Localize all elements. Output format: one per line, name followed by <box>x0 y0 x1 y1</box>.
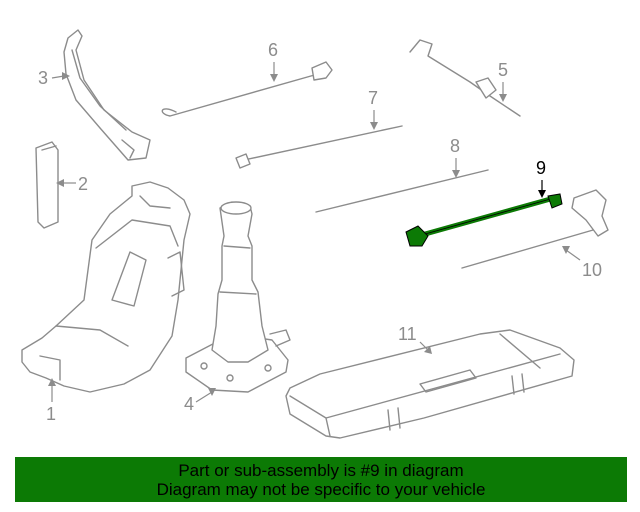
part-9-jack-handle[interactable] <box>405 193 563 247</box>
callout-7: 7 <box>368 88 378 130</box>
part-3-bracket[interactable] <box>63 29 151 161</box>
callout-9: 9 <box>536 158 546 198</box>
part-4-bottle-jack[interactable] <box>185 201 291 393</box>
callout-3: 3 <box>38 68 70 88</box>
callout-8: 8 <box>450 136 460 178</box>
callout-1: 1 <box>46 378 56 424</box>
svg-text:9: 9 <box>536 158 546 178</box>
callout-11: 11 <box>398 324 432 354</box>
svg-text:7: 7 <box>368 88 378 108</box>
svg-text:3: 3 <box>38 68 48 88</box>
banner-line-disclaimer: Diagram may not be specific to your vehi… <box>156 480 486 499</box>
svg-text:2: 2 <box>78 174 88 194</box>
callout-4: 4 <box>184 388 216 414</box>
part-10-lug-wrench[interactable] <box>461 189 609 269</box>
info-banner: Part or sub-assembly is #9 in diagram Di… <box>15 457 627 502</box>
callout-5: 5 <box>498 60 508 102</box>
svg-text:4: 4 <box>184 394 194 414</box>
part-6-rod[interactable] <box>161 61 333 117</box>
svg-text:10: 10 <box>582 260 602 280</box>
parts-diagram: 1 2 3 4 5 6 7 8 9 10 <box>21 29 609 439</box>
svg-text:1: 1 <box>46 404 56 424</box>
callout-2: 2 <box>56 174 88 194</box>
svg-text:5: 5 <box>498 60 508 80</box>
svg-text:8: 8 <box>450 136 460 156</box>
callout-6: 6 <box>268 40 278 82</box>
part-5-wrench[interactable] <box>409 39 521 117</box>
part-7-extension[interactable] <box>235 125 403 169</box>
part-8-bar[interactable] <box>315 169 489 213</box>
callout-10: 10 <box>562 246 602 280</box>
part-1-jack-holder[interactable] <box>21 181 191 393</box>
svg-text:11: 11 <box>398 324 417 344</box>
part-2-block[interactable] <box>35 141 59 229</box>
part-11-tool-case[interactable] <box>285 329 575 439</box>
svg-text:6: 6 <box>268 40 278 60</box>
banner-line-part-number: Part or sub-assembly is #9 in diagram <box>178 461 464 480</box>
